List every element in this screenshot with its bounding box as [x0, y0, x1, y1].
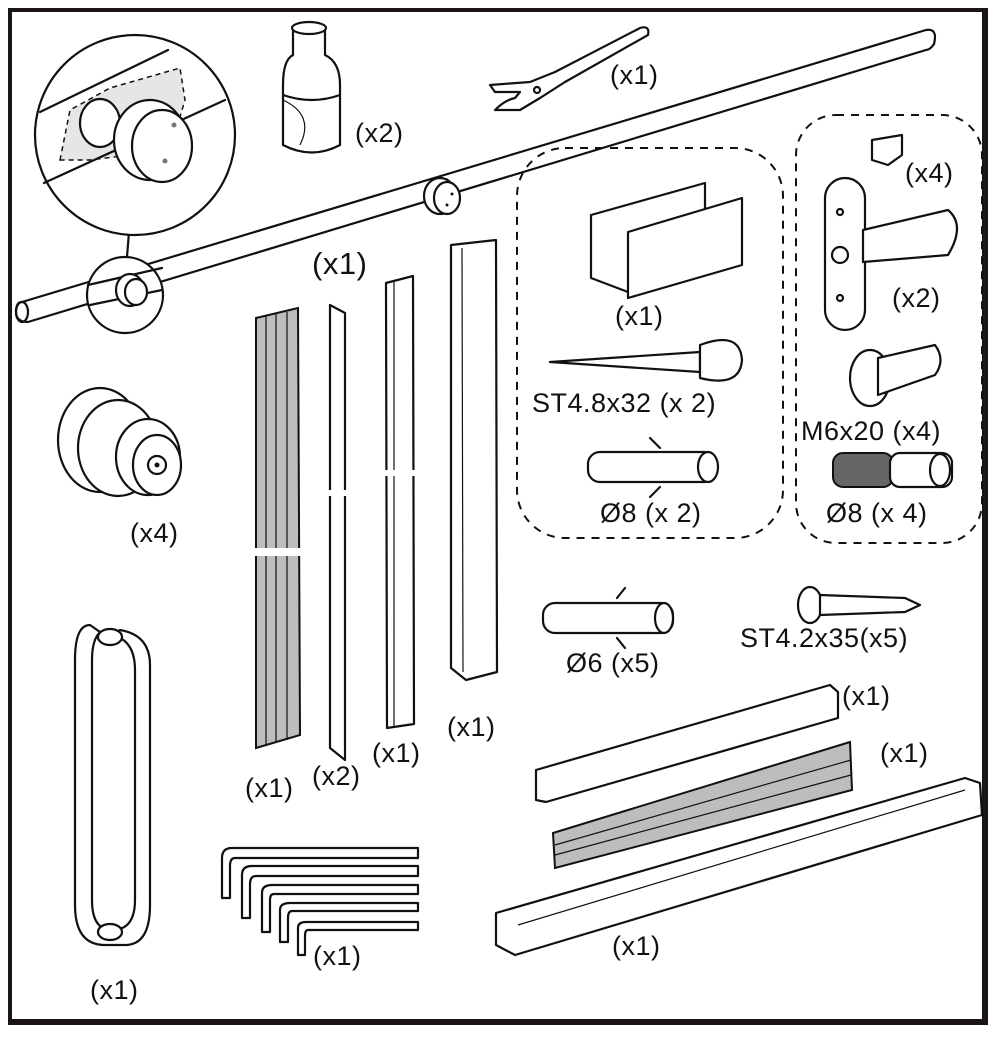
spanner-wrench-icon	[488, 26, 650, 112]
guide-anchor-label: Ø8 (x 2)	[600, 498, 702, 528]
side-seal-qty-label: (x2)	[312, 761, 361, 791]
door-guide-qty-label: (x1)	[615, 301, 664, 331]
bracket-anchor-icon	[832, 451, 954, 489]
wall-screw-label: ST4.2x35(x5)	[740, 623, 909, 653]
wall-anchor-label: Ø6 (x5)	[566, 648, 660, 678]
roller-stopper-icon	[281, 20, 342, 154]
door-guide-icon	[589, 181, 744, 300]
bottom-seal-icon	[551, 740, 854, 870]
side-seal-strip-icon	[320, 303, 350, 762]
diagram-frame	[8, 8, 988, 1025]
wood-screw-icon	[548, 338, 744, 382]
pan-head-screw-icon	[796, 585, 922, 625]
hex-keys-icon	[220, 846, 420, 957]
wide-profile-qty-label: (x1)	[447, 712, 496, 742]
wall-bracket-kit-outline	[795, 114, 983, 544]
bracket-anchor-label: Ø8 (x 4)	[826, 498, 928, 528]
spanner-qty-label: (x1)	[610, 60, 659, 90]
wall-anchor-6-icon	[541, 586, 675, 650]
machine-screw-icon	[848, 343, 942, 408]
bracket-screw-label: M6x20 (x4)	[801, 416, 942, 446]
top-rail-rod-icon	[14, 28, 937, 324]
wall-profile-narrow-icon	[376, 274, 418, 730]
rod-roller-icon	[422, 176, 462, 216]
bottom-seal-qty-label: (x1)	[880, 738, 929, 768]
bottom-track-icon	[494, 776, 984, 957]
bottom-track-qty-label: (x1)	[612, 931, 661, 961]
wall-bracket-qty-label: (x2)	[892, 283, 941, 313]
bottom-channel-qty-label: (x1)	[842, 681, 891, 711]
roller-icon	[56, 386, 183, 498]
magnetic-strip-qty-label: (x1)	[245, 773, 294, 803]
magnetic-seal-strip-icon	[246, 306, 306, 750]
stopper-qty-label: (x2)	[355, 118, 404, 148]
wall-anchor-8-icon	[586, 436, 720, 499]
door-guide-kit-outline	[516, 147, 784, 539]
set-screw-icon	[870, 133, 904, 167]
wall-profile-wide-icon	[449, 238, 499, 682]
guide-screw-label: ST4.8x32 (x 2)	[532, 388, 717, 418]
magnifier-detail-icon	[33, 33, 237, 335]
roller-qty-label: (x4)	[130, 518, 179, 548]
rod-qty-label: (x1)	[312, 246, 368, 281]
handle-qty-label: (x1)	[90, 975, 139, 1005]
wall-bracket-icon	[823, 176, 959, 332]
hex-keys-qty-label: (x1)	[313, 941, 362, 971]
bottom-channel-icon	[534, 683, 840, 804]
door-handle-icon	[73, 623, 152, 947]
narrow-profile-qty-label: (x1)	[372, 738, 421, 768]
set-screw-qty-label: (x4)	[905, 158, 954, 188]
